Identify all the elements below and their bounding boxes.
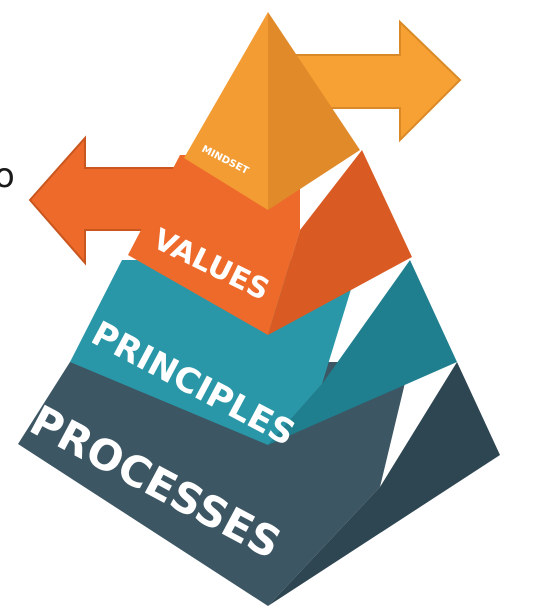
mindset-side-face <box>268 12 360 210</box>
mindset-front-face <box>184 12 268 210</box>
principles-side-face <box>268 260 457 445</box>
processes-side-face <box>268 362 500 606</box>
stray-text: o <box>0 156 15 196</box>
values-side-face <box>268 150 412 335</box>
pyramid-level-mindset <box>184 12 360 210</box>
